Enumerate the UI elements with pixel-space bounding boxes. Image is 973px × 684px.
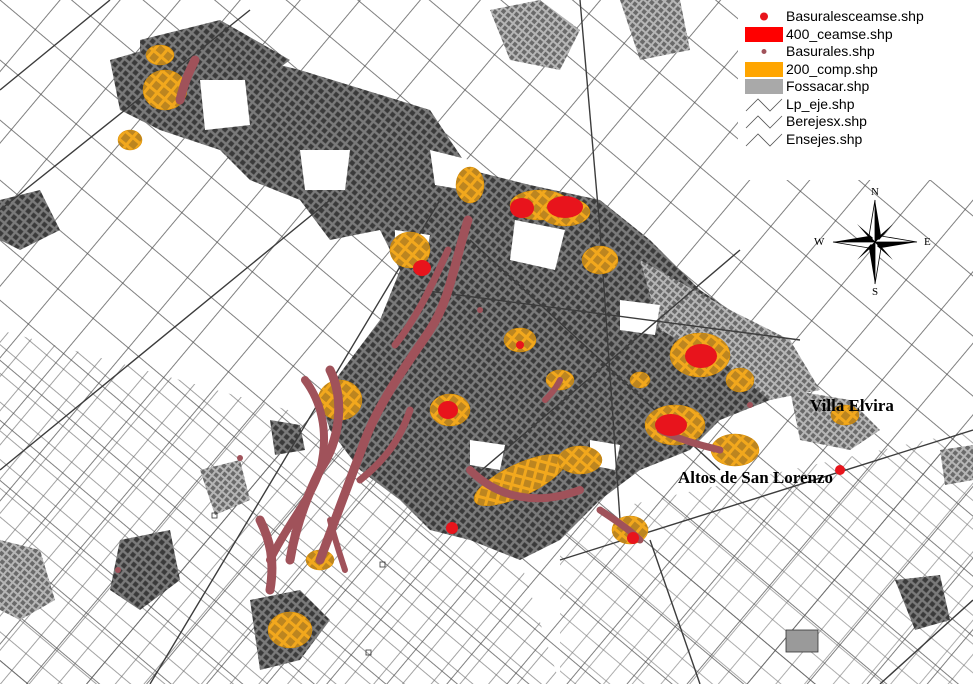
- basurales-points: [115, 307, 753, 573]
- legend-label: Fossacar.shp: [786, 78, 870, 95]
- orange-box-icon: [742, 61, 786, 78]
- red-dot-icon: [742, 8, 786, 25]
- legend-label: Ensejes.shp: [786, 130, 863, 147]
- gray-box-icon: [742, 78, 786, 95]
- place-label-altos-de-san-lorenzo: Altos de San Lorenzo: [678, 468, 834, 487]
- ceamse-zones: [413, 196, 845, 544]
- line-icon: [742, 113, 786, 130]
- legend-label: Basuralesceamse.shp: [786, 8, 924, 25]
- map-legend: Basuralesceamse.shp 400_ceamse.shp Basur…: [742, 8, 968, 148]
- legend-label: 400_ceamse.shp: [786, 25, 893, 42]
- compass-west: W: [814, 236, 825, 248]
- legend-item-400-ceamse: 400_ceamse.shp: [742, 26, 968, 44]
- legend-item-200-comp: 200_comp.shp: [742, 61, 968, 79]
- small-markers: [211, 512, 819, 656]
- compass-south: S: [872, 286, 879, 298]
- legend-item-fossacar: Fossacar.shp: [742, 78, 968, 96]
- legend-item-lp-eje: Lp_eje.shp: [742, 96, 968, 114]
- compass-north: N: [871, 186, 879, 198]
- compass-rose: N S E W: [810, 186, 940, 298]
- legend-label: Berejesx.shp: [786, 113, 867, 130]
- red-box-icon: [742, 26, 786, 43]
- place-label-villa-elvira: Villa Elvira: [810, 396, 894, 415]
- small-dot-icon: [742, 43, 786, 60]
- legend-item-berejesx: Berejesx.shp: [742, 113, 968, 131]
- rural-parcels-southeast: [560, 430, 973, 684]
- compass-star-icon: [832, 199, 918, 285]
- legend-label: 200_comp.shp: [786, 60, 878, 77]
- line-icon: [742, 131, 786, 148]
- urban-area: [0, 0, 973, 670]
- legend-label: Lp_eje.shp: [786, 95, 855, 112]
- legend-item-basurales: Basurales.shp: [742, 43, 968, 61]
- legend-item-ensejes: Ensejes.shp: [742, 131, 968, 149]
- compass-east: E: [924, 236, 931, 248]
- legend-label: Basurales.shp: [786, 43, 875, 60]
- line-icon: [742, 96, 786, 113]
- legend-item-basuralesceamse: Basuralesceamse.shp: [742, 8, 968, 26]
